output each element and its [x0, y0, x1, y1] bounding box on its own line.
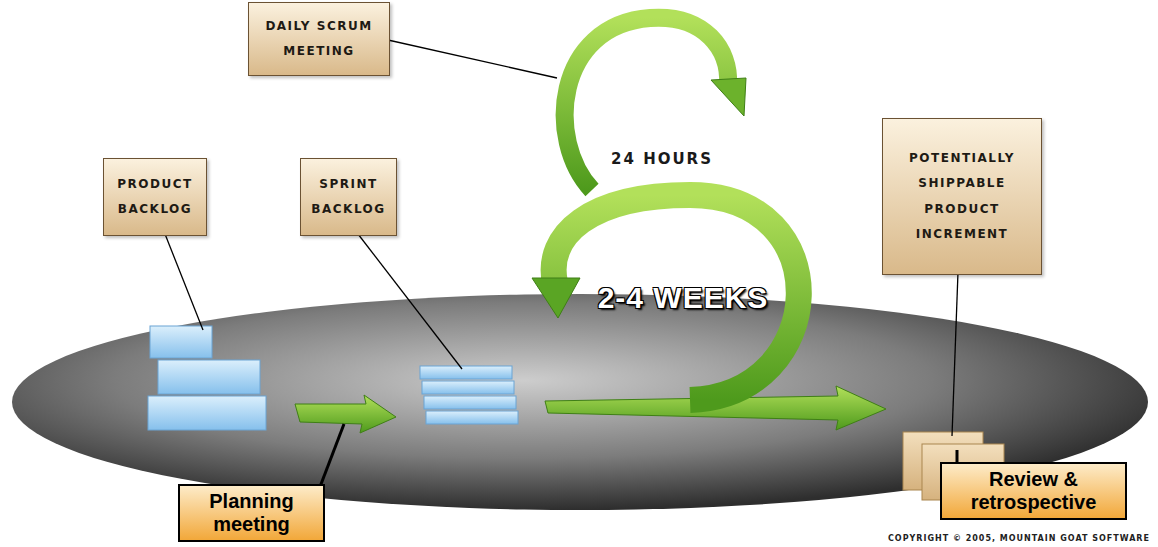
phase-box: Review & retrospective — [940, 462, 1127, 520]
backlog-block — [148, 396, 266, 430]
cycle-label: 24 HOURS — [611, 150, 713, 168]
callout-box: SPRINT BACKLOG — [300, 158, 397, 236]
backlog-block — [150, 326, 212, 358]
sprint-plate — [426, 411, 518, 424]
callout-box: POTENTIALLY SHIPPABLE PRODUCT INCREMENT — [882, 118, 1042, 275]
leader-line — [952, 272, 958, 436]
sprint-plate — [420, 366, 512, 379]
phase-label: Review & retrospective — [950, 468, 1117, 514]
copyright-note: COPYRIGHT © 2005, MOUNTAIN GOAT SOFTWARE — [888, 534, 1150, 543]
loop-arrowhead — [532, 278, 580, 318]
phase-box: Planning meeting — [178, 484, 325, 542]
leader-line — [388, 40, 557, 78]
phase-label: Planning meeting — [188, 490, 315, 536]
callout-label: SPRINT BACKLOG — [309, 172, 388, 222]
sprint-loop — [554, 195, 799, 400]
sprint-plate — [424, 396, 516, 409]
callout-box: PRODUCT BACKLOG — [103, 158, 207, 236]
sprint-plate — [422, 381, 514, 394]
leader-line — [358, 234, 462, 369]
leader-line — [318, 424, 344, 492]
cycle-label: 2-4 WEEKS — [598, 281, 769, 315]
callout-label: PRODUCT BACKLOG — [112, 172, 198, 222]
backlog-block — [158, 360, 260, 394]
leader-line — [165, 234, 203, 330]
callout-label: DAILY SCRUM MEETING — [257, 14, 381, 64]
loop-arrowhead — [711, 78, 746, 116]
flow-arrow — [295, 395, 396, 433]
callout-box: DAILY SCRUM MEETING — [248, 2, 390, 76]
daily-loop — [565, 18, 728, 190]
callout-label: POTENTIALLY SHIPPABLE PRODUCT INCREMENT — [891, 146, 1033, 247]
